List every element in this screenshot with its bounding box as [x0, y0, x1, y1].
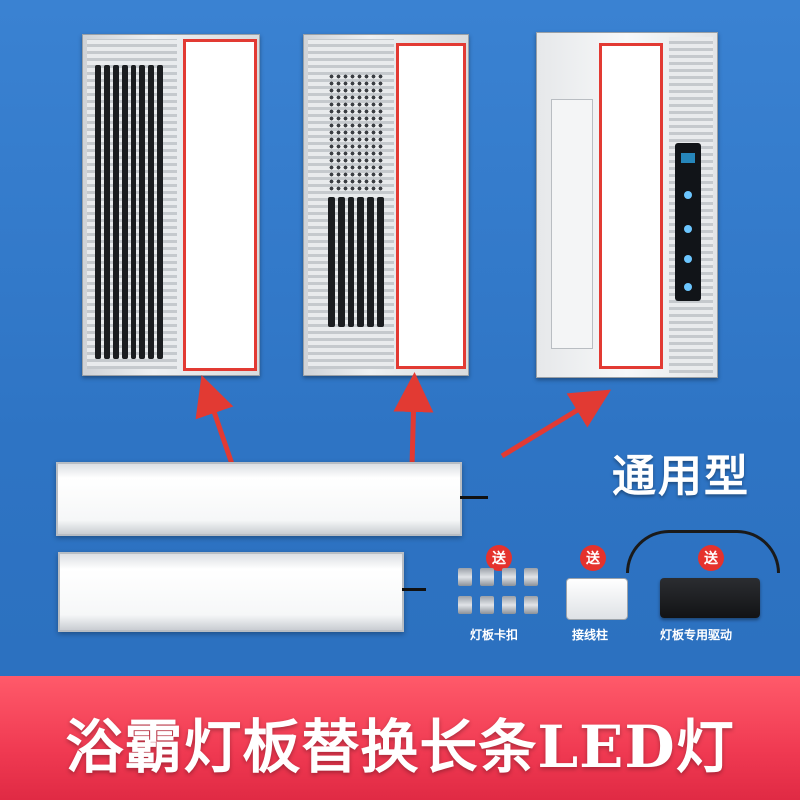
banner-title: 浴霸灯板替换长条LED灯	[65, 713, 735, 781]
light-panel-highlight	[599, 43, 663, 369]
bath-heater-panel-2	[303, 34, 469, 376]
control-display	[675, 143, 701, 301]
vent-slot	[551, 99, 593, 349]
gift-badge: 送	[698, 545, 724, 571]
led-driver	[660, 578, 760, 618]
vent-grill	[95, 219, 163, 359]
bath-heater-panel-3	[536, 32, 718, 378]
bath-heater-panel-1	[82, 34, 260, 376]
vent-grill	[328, 197, 384, 327]
accessory-label: 灯板专用驱动	[660, 628, 733, 642]
arrow-up-1	[195, 375, 237, 471]
led-strip-short	[58, 552, 404, 632]
led-strip-long	[56, 462, 462, 536]
vent-grill	[95, 65, 163, 225]
vent-dots	[328, 73, 384, 193]
arrow-up-3	[500, 389, 612, 459]
title-banner	[0, 676, 800, 800]
gift-badge: 送	[486, 545, 512, 571]
accessory-label: 接线柱	[572, 628, 609, 642]
accessory-label: 灯板卡扣	[470, 628, 519, 642]
arrow-up-2	[393, 372, 434, 467]
panel-clips	[458, 568, 544, 620]
gift-badge: 送	[580, 545, 606, 571]
light-panel-highlight	[396, 43, 466, 369]
light-panel-highlight	[183, 39, 257, 371]
led-strip-wire	[460, 496, 488, 499]
wire-terminal	[566, 578, 628, 620]
led-driver-cable	[626, 530, 780, 573]
universal-type-label: 通用型	[612, 451, 750, 502]
led-strip-wire	[402, 588, 426, 591]
